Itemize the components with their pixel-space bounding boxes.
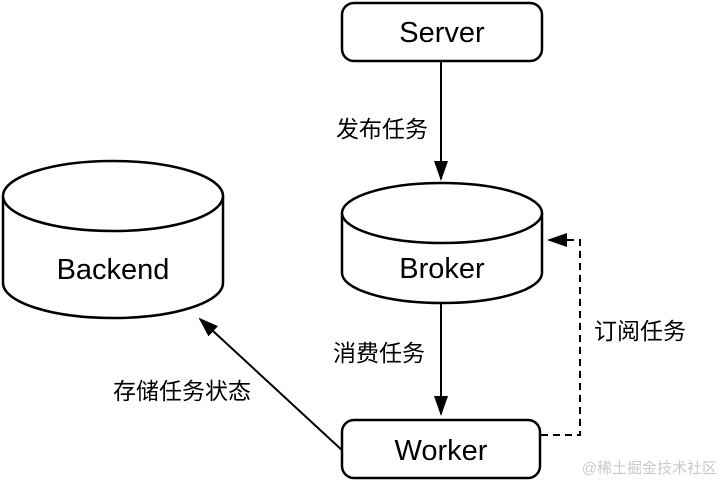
node-broker: Broker — [340, 181, 544, 305]
node-backend: Backend — [1, 159, 225, 320]
server-label: Server — [399, 17, 485, 49]
broker-label: Broker — [399, 253, 485, 285]
broker-cylinder-top — [340, 181, 544, 245]
edge-store-label: 存储任务状态 — [113, 378, 251, 404]
worker-box — [340, 418, 542, 480]
edge-consume-label: 消费任务 — [333, 340, 425, 366]
worker-label: Worker — [395, 435, 488, 467]
edge-publish-label: 发布任务 — [336, 116, 428, 142]
watermark-text: @稀土掘金技术社区 — [582, 460, 717, 477]
edge-store-arrow — [198, 317, 345, 453]
node-worker: Worker — [340, 418, 542, 480]
node-server: Server — [340, 1, 544, 63]
backend-cylinder-top — [1, 159, 225, 233]
edge-subscribe-label: 订阅任务 — [594, 318, 686, 344]
backend-label: Backend — [57, 254, 170, 286]
edge-subscribe-arrow — [541, 233, 581, 436]
server-box — [340, 1, 544, 63]
